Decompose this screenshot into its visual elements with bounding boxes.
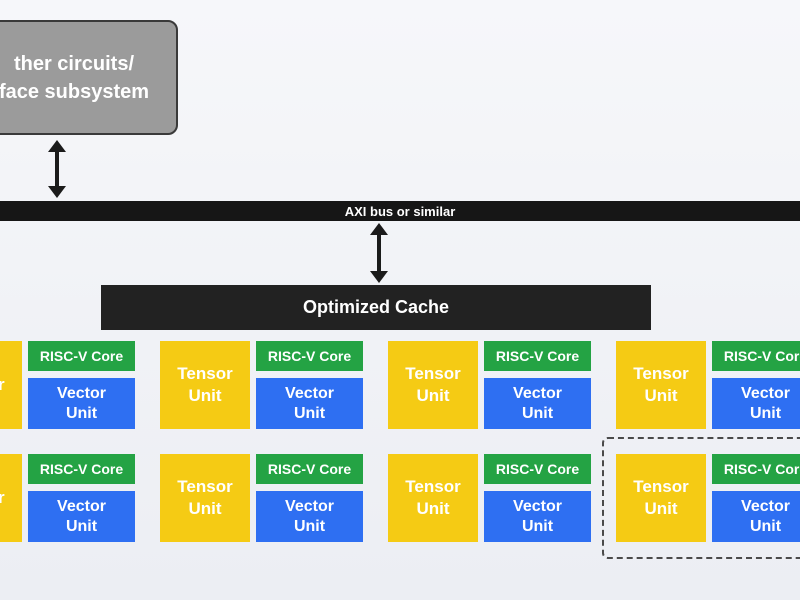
tensor-unit-label: Tensor Unit (633, 477, 689, 518)
risc-v-core-label: RISC-V Core (723, 348, 800, 364)
axi-bus: AXI bus or similar (0, 201, 800, 221)
risc-v-core: RISC-V Core (28, 454, 135, 484)
risc-v-core: RISC-V Core (712, 341, 800, 371)
tensor-unit-label: Tensor Unit (177, 364, 233, 405)
interface-subsystem-label: ther circuits/ face subsystem (0, 52, 150, 103)
risc-v-core-label: RISC-V Core (723, 461, 800, 477)
vector-unit-label: Vector Unit (285, 497, 334, 535)
interface-subsystem-box: ther circuits/ face subsystem (0, 20, 178, 135)
risc-v-core: RISC-V Core (256, 454, 363, 484)
vector-unit: Vector Unit (28, 378, 135, 429)
vector-unit: Vector Unit (712, 491, 800, 542)
tensor-unit: Tensor Unit (388, 454, 478, 542)
vector-unit-label: Vector Unit (513, 384, 562, 422)
tensor-unit: Tensor Unit (160, 454, 250, 542)
vector-unit-label: Vector Unit (57, 384, 106, 422)
tensor-unit: Tensor Unit (616, 341, 706, 429)
vector-unit: Vector Unit (712, 378, 800, 429)
bus-cache-arrow (370, 223, 388, 283)
vector-unit-label: Vector Unit (741, 384, 790, 422)
subsystem-bus-arrow (48, 140, 66, 198)
vector-unit: Vector Unit (256, 491, 363, 542)
vector-unit-label: Vector Unit (741, 497, 790, 535)
risc-v-core: RISC-V Core (712, 454, 800, 484)
tensor-unit: Tensor Unit (388, 341, 478, 429)
tensor-unit-label: Tensor Unit (405, 477, 461, 518)
optimized-cache-label: Optimized Cache (302, 297, 450, 317)
vector-unit-label: Vector Unit (57, 497, 106, 535)
risc-v-core-label: RISC-V Core (267, 461, 352, 477)
vector-unit-label: Vector Unit (285, 384, 334, 422)
tensor-unit: r (0, 341, 22, 429)
tensor-unit: Tensor Unit (160, 341, 250, 429)
risc-v-core-label: RISC-V Core (495, 461, 580, 477)
vector-unit-label: Vector Unit (513, 497, 562, 535)
risc-v-core-label: RISC-V Core (39, 461, 124, 477)
cluster-highlight-frame (602, 437, 800, 559)
vector-unit: Vector Unit (28, 491, 135, 542)
tensor-unit-label: Tensor Unit (633, 364, 689, 405)
risc-v-core-label: RISC-V Core (39, 348, 124, 364)
risc-v-core-label: RISC-V Core (267, 348, 352, 364)
tensor-unit-label: r (0, 375, 5, 394)
vector-unit: Vector Unit (484, 491, 591, 542)
risc-v-core: RISC-V Core (256, 341, 363, 371)
risc-v-core: RISC-V Core (28, 341, 135, 371)
tensor-unit-label: Tensor Unit (405, 364, 461, 405)
tensor-unit-label: r (0, 488, 5, 507)
risc-v-core-label: RISC-V Core (495, 348, 580, 364)
tensor-unit: Tensor Unit (616, 454, 706, 542)
vector-unit: Vector Unit (484, 378, 591, 429)
optimized-cache: Optimized Cache (101, 285, 651, 330)
vector-unit: Vector Unit (256, 378, 363, 429)
tensor-unit-label: Tensor Unit (177, 477, 233, 518)
tensor-unit: r (0, 454, 22, 542)
risc-v-core: RISC-V Core (484, 341, 591, 371)
axi-bus-label: AXI bus or similar (344, 203, 456, 219)
risc-v-core: RISC-V Core (484, 454, 591, 484)
